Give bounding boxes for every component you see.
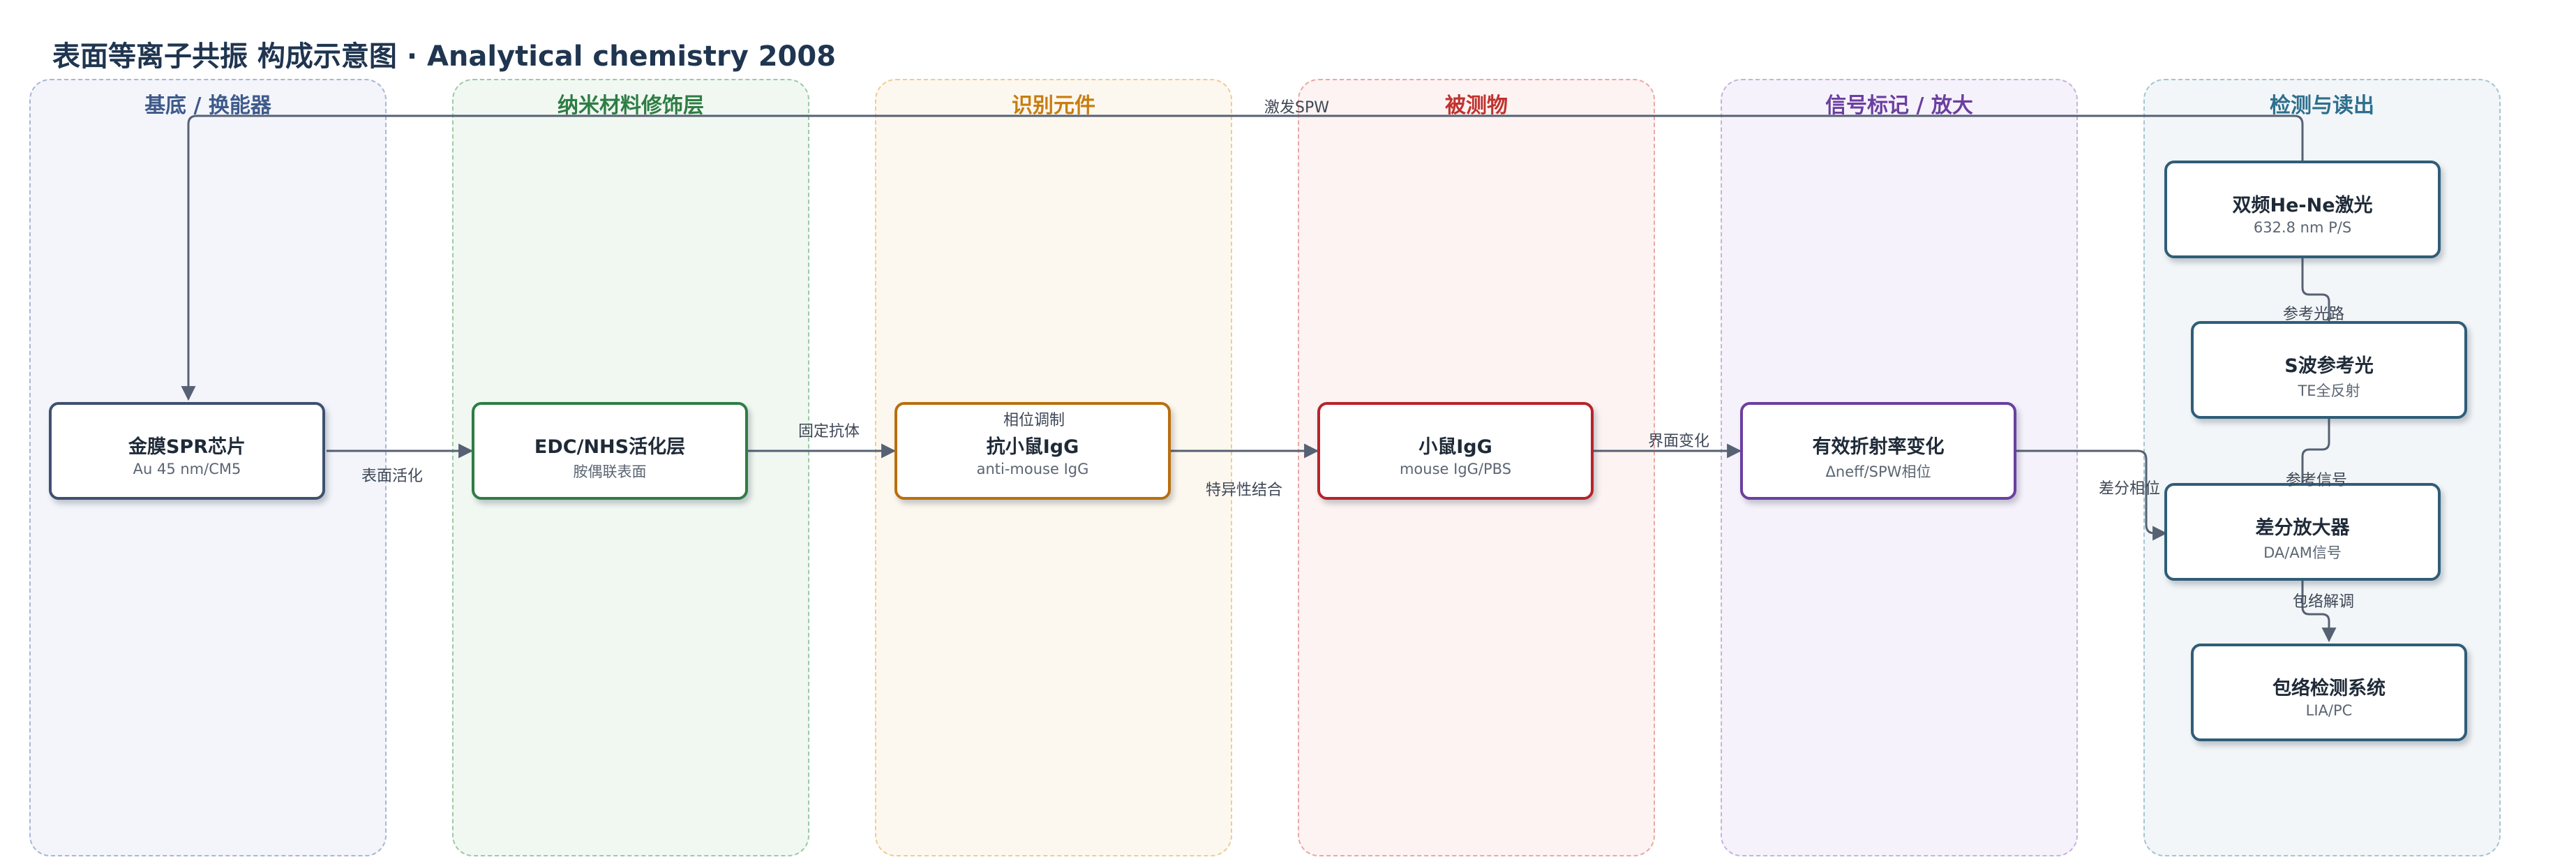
node-edc-nhs: EDC/NHS活化层 胺偶联表面 <box>472 402 748 500</box>
node-diff-amp-title: 差分放大器 <box>2255 517 2350 539</box>
node-diff-amp-sub: DA/AM信号 <box>2263 544 2342 561</box>
node-laser-sub: 632.8 nm P/S <box>2253 219 2352 236</box>
edge-label-excite-spw: 激发SPW <box>1264 99 1329 117</box>
edge-label-surface-activation: 表面活化 <box>361 468 424 485</box>
edge-label-envelope-demod: 包络解调 <box>2293 593 2355 611</box>
node-s-wave-sub: TE全反射 <box>2298 382 2360 399</box>
node-refractive-sub: Δneff/SPW相位 <box>1825 463 1931 480</box>
node-mouse-igg: 小鼠IgG mouse IgG/PBS <box>1317 402 1594 500</box>
lane-title-analyte: 被测物 <box>1445 94 1508 118</box>
lane-title-substrate: 基底 / 换能器 <box>144 94 271 118</box>
node-s-wave-title: S波参考光 <box>2284 355 2374 377</box>
lane-title-nanomaterial: 纳米材料修饰层 <box>557 94 704 118</box>
node-envelope-sub: LIA/PC <box>2305 702 2353 719</box>
node-envelope: 包络检测系统 LIA/PC <box>2191 644 2467 741</box>
edge-label-phase-modulation: 相位调制 <box>1003 412 1065 429</box>
node-diff-amp: 差分放大器 DA/AM信号 <box>2164 483 2441 581</box>
node-envelope-title: 包络检测系统 <box>2272 678 2386 699</box>
node-refractive: 有效折射率变化 Δneff/SPW相位 <box>1740 402 2016 500</box>
edge-envelope-demod <box>2301 581 2337 643</box>
node-anti-igg-title: 抗小鼠IgG <box>986 436 1079 458</box>
node-gold-chip-sub: Au 45 nm/CM5 <box>133 461 241 477</box>
edge-excite-spw <box>181 114 2304 401</box>
edge-label-ref-path: 参考光路 <box>2283 306 2345 323</box>
node-anti-igg: 抗小鼠IgG anti-mouse IgG <box>894 402 1171 500</box>
node-s-wave: S波参考光 TE全反射 <box>2191 321 2467 419</box>
edge-label-interface-change: 界面变化 <box>1648 433 1710 450</box>
node-laser: 双频He-Ne激光 632.8 nm P/S <box>2164 161 2441 258</box>
edge-ref-path <box>2301 258 2330 321</box>
edge-label-specific-binding: 特异性结合 <box>1206 482 1283 499</box>
lane-title-signal: 信号标记 / 放大 <box>1825 94 1973 118</box>
node-gold-chip-title: 金膜SPR芯片 <box>128 436 246 458</box>
node-gold-chip: 金膜SPR芯片 Au 45 nm/CM5 <box>49 402 325 500</box>
edge-label-ref-signal: 参考信号 <box>2286 472 2348 489</box>
edge-label-diff-phase: 差分相位 <box>2099 480 2161 498</box>
node-edc-nhs-sub: 胺偶联表面 <box>573 463 647 480</box>
node-anti-igg-sub: anti-mouse IgG <box>976 461 1089 477</box>
node-laser-title: 双频He-Ne激光 <box>2232 195 2373 216</box>
lane-title-detection: 检测与读出 <box>2270 94 2374 118</box>
edge-ref-signal <box>2301 419 2330 483</box>
node-edc-nhs-title: EDC/NHS活化层 <box>534 436 686 458</box>
page-title: 表面等离子共振 构成示意图 · Analytical chemistry 200… <box>52 40 837 73</box>
node-mouse-igg-sub: mouse IgG/PBS <box>1399 461 1512 477</box>
node-refractive-title: 有效折射率变化 <box>1812 436 1945 458</box>
edge-label-fix-antibody: 固定抗体 <box>798 423 860 440</box>
node-mouse-igg-title: 小鼠IgG <box>1418 436 1492 458</box>
lane-title-recognition: 识别元件 <box>1012 94 1095 118</box>
edge-diff-phase <box>2016 449 2168 541</box>
